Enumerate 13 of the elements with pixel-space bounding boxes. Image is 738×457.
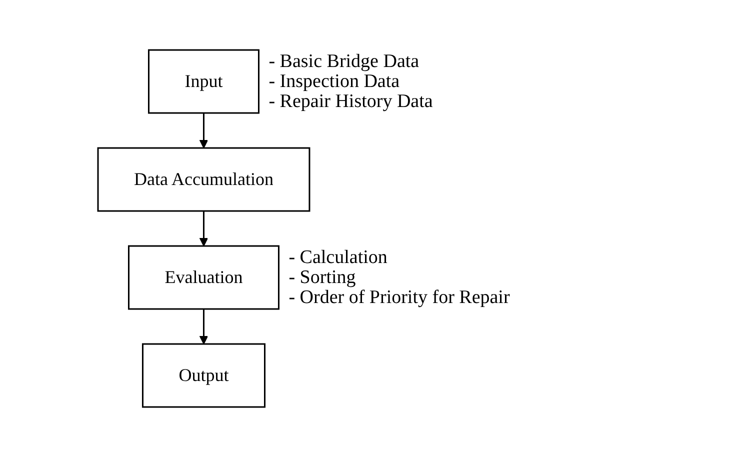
node-box: Data Accumulation (97, 147, 310, 212)
note-text: - Order of Priority for Repair (288, 288, 510, 308)
note-text: - Calculation (288, 248, 388, 268)
note-text: - Basic Bridge Data (268, 52, 420, 72)
node-box: Evaluation (128, 245, 280, 310)
note-text: - Repair History Data (268, 92, 433, 112)
note-text: - Sorting (288, 268, 357, 288)
node-box: Input (148, 49, 260, 114)
arrow (199, 211, 208, 246)
arrow (199, 309, 208, 344)
note-text: - Inspection Data (268, 72, 401, 92)
node-box: Output (142, 343, 266, 408)
arrow (199, 113, 208, 148)
